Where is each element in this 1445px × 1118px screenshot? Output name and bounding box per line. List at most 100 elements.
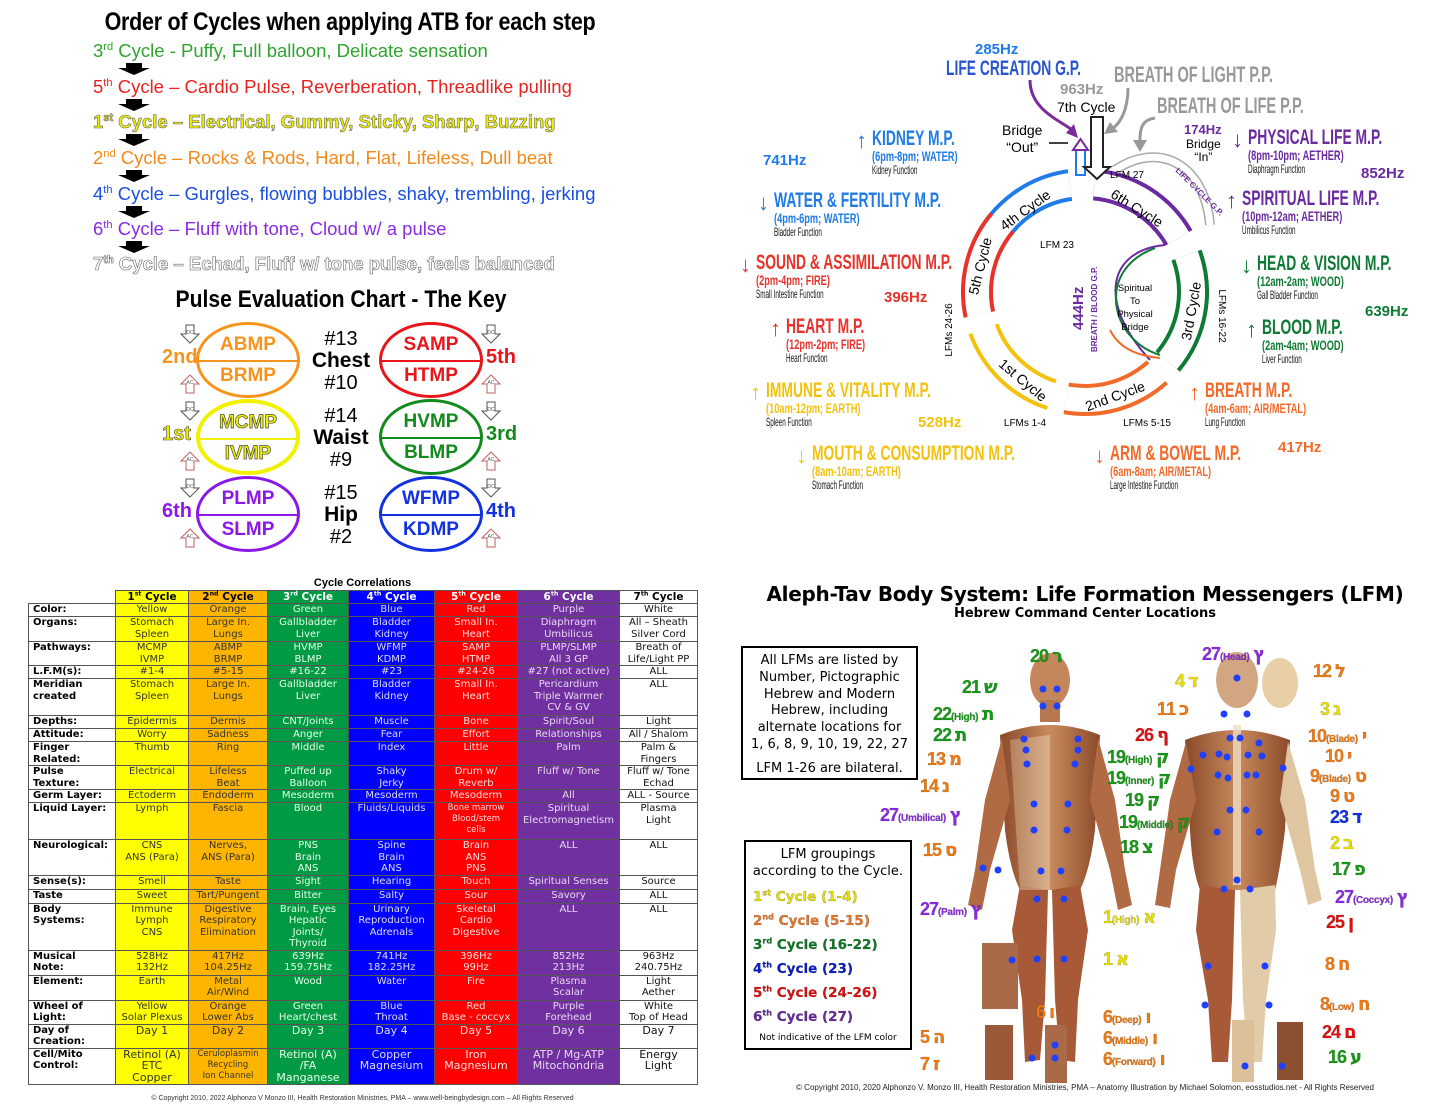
table-cell: Drum w/ Reverb (434, 765, 518, 790)
pulse-ellipse-right: WFMP KDMP (379, 476, 483, 552)
table-cell: Wood (267, 974, 349, 1001)
lfm-qualifier: (Deep) (1112, 1015, 1142, 1026)
cycle-arrow-inner (1158, 250, 1205, 370)
pulse-pathway-top: WFMP (401, 488, 461, 509)
ellipse-divider (199, 514, 297, 516)
pulse-pathway-bottom: KDMP (403, 519, 459, 540)
grouping-text: Cycle (23) (772, 961, 854, 977)
frequency-label: 639Hz (1365, 303, 1409, 320)
cycle-order-text: Cycle – Electrical, Gummy, Sticky, Sharp… (113, 111, 556, 133)
lfm-number: 19 (1119, 812, 1138, 832)
lfm-point-marker (1020, 735, 1028, 743)
cycle-order-line: 6th Cycle – Fluff with tone, Cloud w/ a … (93, 218, 446, 239)
table-cell: Large In. Lungs (188, 678, 268, 716)
hebrew-letter: ט (1354, 766, 1368, 787)
pulse-cycle-label: 2nd (162, 346, 198, 368)
arrow-up-icon: ↑ (856, 128, 867, 153)
grouping-suffix: st (762, 887, 772, 898)
corner-cell (28, 590, 116, 604)
table-cell: Relationships (517, 728, 620, 742)
frequency-label: 396Hz (884, 289, 928, 306)
row-label: Pathways: (28, 641, 116, 666)
table-cell: All – Sheath Silver Cord (619, 616, 698, 642)
lfm-number: 18 (1120, 837, 1139, 857)
lfm-point-marker (1220, 885, 1228, 893)
lfm-bilateral-note: LFM 1-26 are bilateral. (756, 760, 903, 776)
meridian-hours: (8am-10am; EARTH) (812, 463, 901, 479)
lfm-number: 8 (1325, 954, 1335, 974)
grouping-suffix: th (762, 959, 773, 970)
cycle-header-3: 3rd Cycle (267, 590, 349, 604)
table-cell: Plasma Scalar (517, 974, 620, 1001)
meridian-hours: (2am-4am; WOOD) (1262, 337, 1344, 353)
lfm-number: 16 (1328, 1047, 1347, 1067)
lfm-point-marker (1265, 1001, 1273, 1009)
table-cell: Electrical (115, 765, 189, 790)
lfm-number: 26 (1135, 725, 1154, 745)
lfm-info-text: All LFMs are listed by Number, Pictograp… (750, 653, 909, 752)
table-cell: Plasma Light (619, 802, 698, 840)
pulse-location-name: Chest (311, 349, 371, 372)
table-cell: ALL (517, 839, 620, 876)
arrow-up-icon: ↑ (750, 380, 761, 405)
lfm-qualifier: (Blade) (1319, 774, 1351, 785)
lfm-point-marker (1053, 702, 1061, 710)
table-cell: PLMP/SLMP All 3 GP (517, 641, 620, 666)
pulse-location-top: #13 (324, 328, 358, 350)
meridian-hours: (4am-6am; AIR/METAL) (1205, 400, 1307, 416)
table-cell: ALL - Source (619, 789, 698, 803)
pulse-pathway-top: MCMP (218, 412, 278, 434)
lfm-point-marker (979, 864, 987, 872)
lfm-point-marker (1033, 895, 1041, 903)
table-cell: Spirit/Soul (517, 715, 620, 729)
dc-arrow-icon: DC (481, 478, 501, 498)
cycle-header-suffix: th (640, 590, 649, 598)
cycle-header-text: Cycle (558, 591, 594, 603)
table-cell: Gallbladder Liver (267, 616, 349, 642)
table-cell: All (517, 789, 620, 803)
row-label: Organs: (28, 616, 116, 642)
table-cell: Fluff w/ Tone Echad (619, 765, 698, 790)
meridian-pair: ↓MOUTH & CONSUMPTION M.P.(8am-10am; EART… (796, 443, 1120, 494)
pulse-location-top: #14 (324, 405, 358, 427)
lfm-number: 20 (1030, 646, 1049, 666)
arrow-down-icon: ↓ (758, 190, 769, 215)
lfm-number: 6 (1103, 1049, 1113, 1069)
lfm-number: 22 (933, 704, 952, 724)
hebrew-letter: ק (1158, 768, 1172, 789)
cycle-order-suffix: th (103, 218, 113, 231)
table-cell: Day 3 (267, 1023, 349, 1049)
meridian-pair: ↓PHYSICAL LIFE M.P.(8pm-10pm; AETHER)Dia… (1232, 127, 1445, 178)
pulse-pathway-top: ABMP (220, 334, 276, 355)
lfm-point-marker (1243, 771, 1251, 779)
lfm-number: 25 (1326, 912, 1345, 932)
meridian-function: Lung Function (1205, 415, 1246, 429)
hebrew-letter: א (1116, 949, 1129, 970)
cycle-header-6: 6th Cycle (517, 590, 620, 604)
hebrew-letter: ע (1350, 1047, 1362, 1068)
cycle-header-1: 1st Cycle (115, 590, 189, 604)
hebrew-letter: צ (1142, 837, 1154, 858)
table-cell: 741Hz 182.25Hz (348, 949, 435, 976)
table-cell: Fear (348, 728, 435, 742)
down-arrow-icon (118, 99, 150, 111)
hebrew-letter: ג (1333, 699, 1341, 720)
table-cell: Sight (267, 874, 349, 890)
lfm-label: 6(Deep)ו (1103, 1008, 1152, 1030)
table-cell: Stomach Spleen (115, 616, 189, 642)
table-cell: CNT/Joints (267, 715, 349, 729)
pulse-location-top: #15 (324, 482, 358, 504)
lfm-point-marker (1074, 746, 1082, 754)
